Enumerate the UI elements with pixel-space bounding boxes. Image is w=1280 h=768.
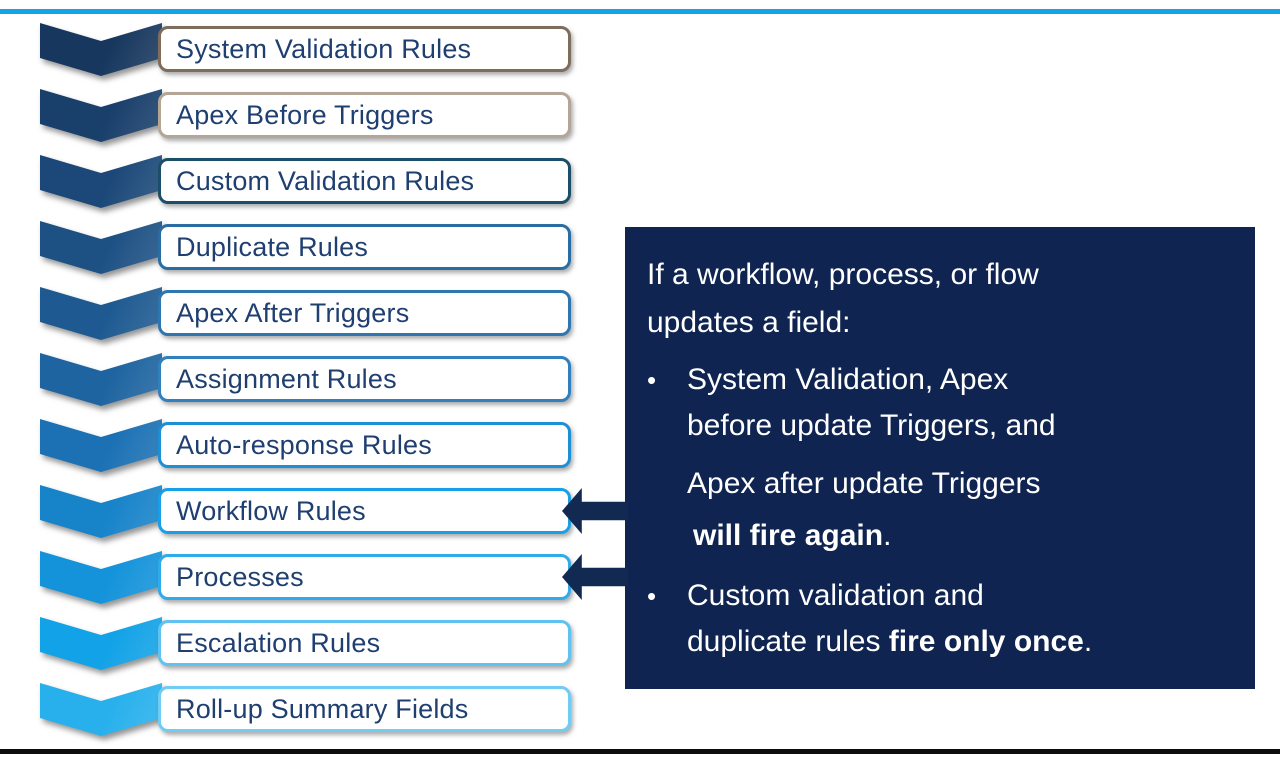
chevron-down-icon bbox=[40, 287, 162, 340]
bullet1-bold-line: will fire again. bbox=[687, 513, 1235, 559]
bullet1-bold-text: will fire again bbox=[693, 519, 884, 552]
chevron-down-icon bbox=[40, 155, 162, 208]
chevron-shape bbox=[40, 551, 162, 604]
step-box-assignment-rules: Assignment Rules bbox=[158, 356, 571, 402]
info-panel-intro: If a workflow, process, or flow updates a… bbox=[647, 251, 1235, 347]
chevron-down-icon bbox=[40, 221, 162, 274]
bullet1-period: . bbox=[883, 519, 892, 552]
step-label: Duplicate Rules bbox=[176, 231, 369, 262]
step-label: Workflow Rules bbox=[176, 495, 366, 526]
step-label: Processes bbox=[176, 561, 304, 592]
bullet-marker: • bbox=[647, 581, 657, 611]
bullet2-line-1: Custom validation and bbox=[687, 579, 984, 612]
intro-line-2: updates a field: bbox=[647, 306, 851, 339]
top-divider-line bbox=[0, 9, 1280, 14]
chevron-down-icon bbox=[40, 419, 162, 472]
step-box-apex-after-triggers: Apex After Triggers bbox=[158, 290, 571, 336]
step-box-apex-before-triggers: Apex Before Triggers bbox=[158, 92, 571, 138]
bullet1-line-3: Apex after update Triggers bbox=[687, 467, 1041, 500]
bullet2-period: . bbox=[1083, 625, 1093, 658]
bullet1-line-2: before update Triggers, and bbox=[687, 409, 1056, 442]
chevron-shape bbox=[40, 155, 162, 208]
step-box-workflow-rules: Workflow Rules bbox=[158, 488, 571, 534]
chevron-shape bbox=[40, 287, 162, 340]
step-box-processes: Processes bbox=[158, 554, 571, 600]
step-box-escalation-rules: Escalation Rules bbox=[158, 620, 571, 666]
bullet2-line-2: duplicate rules bbox=[687, 625, 889, 658]
arrow-to-processes-icon bbox=[562, 554, 628, 600]
intro-line-1: If a workflow, process, or flow bbox=[647, 258, 1039, 291]
chevron-down-icon bbox=[40, 485, 162, 538]
bullet-item-fire-again: • System Validation, Apex before update … bbox=[647, 357, 1235, 559]
step-box-roll-up-summary-fields: Roll-up Summary Fields bbox=[158, 686, 571, 732]
bottom-divider-line bbox=[0, 749, 1280, 754]
chevron-down-icon bbox=[40, 551, 162, 604]
step-label: Assignment Rules bbox=[176, 363, 397, 394]
step-box-auto-response-rules: Auto-response Rules bbox=[158, 422, 571, 468]
step-box-custom-validation-rules: Custom Validation Rules bbox=[158, 158, 571, 204]
bullet-marker: • bbox=[647, 365, 657, 395]
step-label: Apex Before Triggers bbox=[176, 99, 434, 130]
bullet-item-fire-once: • Custom validation and duplicate rules … bbox=[647, 573, 1235, 665]
chevron-down-icon bbox=[40, 683, 162, 736]
bullet-text: Custom validation and duplicate rules fi… bbox=[687, 573, 1235, 665]
step-box-system-validation-rules: System Validation Rules bbox=[158, 26, 571, 72]
step-label: Apex After Triggers bbox=[176, 297, 410, 328]
arrow-to-workflow-rules-icon bbox=[562, 488, 628, 534]
chevron-shape bbox=[40, 23, 162, 76]
info-panel: If a workflow, process, or flow updates a… bbox=[625, 227, 1255, 689]
chevron-down-icon bbox=[40, 89, 162, 142]
chevron-shape bbox=[40, 683, 162, 736]
chevron-down-icon bbox=[40, 23, 162, 76]
bullet1-line-1: System Validation, Apex bbox=[687, 363, 1009, 396]
step-box-duplicate-rules: Duplicate Rules bbox=[158, 224, 571, 270]
step-label: Custom Validation Rules bbox=[176, 165, 475, 196]
step-label: Auto-response Rules bbox=[176, 429, 432, 460]
chevron-shape bbox=[40, 485, 162, 538]
step-label: Roll-up Summary Fields bbox=[176, 693, 469, 724]
bullet-text: System Validation, Apex before update Tr… bbox=[687, 357, 1235, 559]
chevron-shape bbox=[40, 419, 162, 472]
chevron-shape bbox=[40, 617, 162, 670]
step-label: System Validation Rules bbox=[176, 33, 472, 64]
chevron-down-icon bbox=[40, 617, 162, 670]
chevron-shape bbox=[40, 353, 162, 406]
chevron-shape bbox=[40, 89, 162, 142]
chevron-shape bbox=[40, 221, 162, 274]
chevron-down-icon bbox=[40, 353, 162, 406]
step-label: Escalation Rules bbox=[176, 627, 381, 658]
bullet2-bold-text: fire only once bbox=[888, 625, 1084, 658]
